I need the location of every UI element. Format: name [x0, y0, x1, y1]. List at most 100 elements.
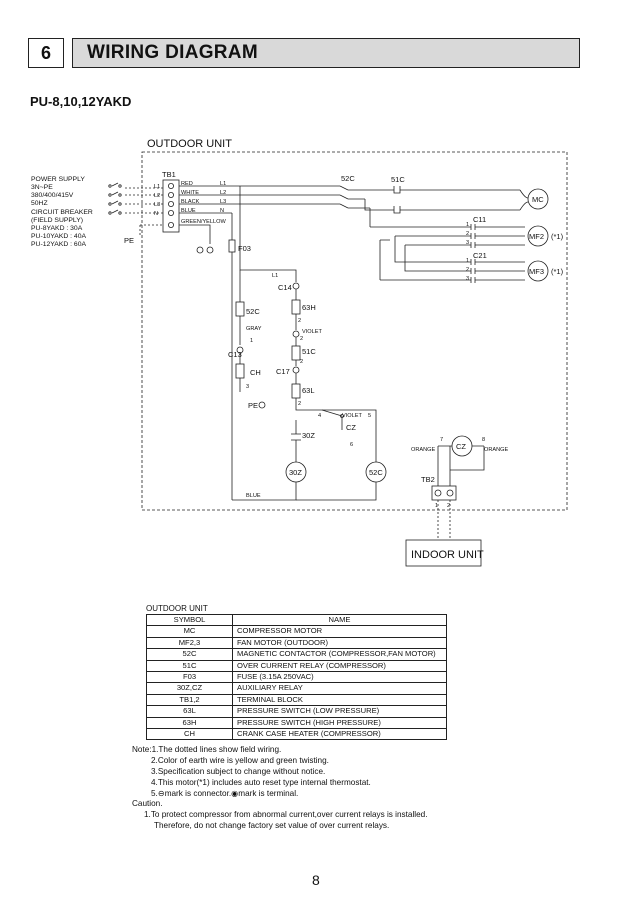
coil-30z-label: 30Z: [289, 468, 302, 477]
mc-label: MC: [532, 195, 544, 204]
wire-violet-label: VIOLET: [302, 329, 322, 335]
node-4: 4: [318, 413, 321, 419]
caution-line-1: 1.To protect compressor from abnormal cu…: [144, 810, 428, 819]
tb1-terminal-l1: L1: [154, 184, 160, 190]
legend-symbol: MF2,3: [146, 636, 233, 650]
line-label-l2: L2: [220, 190, 226, 196]
fan-motor-mf3: [527, 260, 549, 282]
legend-symbol: F03: [146, 671, 233, 684]
tb2-label: TB2: [421, 475, 435, 484]
crankcase-heater: [235, 363, 245, 379]
tb1-terminal-n: N: [154, 211, 158, 217]
heater-ch-label: CH: [250, 368, 261, 377]
legend-symbol: 63H: [146, 716, 233, 730]
breaker-10yakd: PU-10YAKD : 40A: [31, 233, 86, 240]
tb1-terminal-l2: L2: [154, 193, 160, 199]
mf2-label: MF2: [529, 232, 544, 241]
mf3-label: MF3: [529, 267, 544, 276]
node-7: 7: [440, 437, 443, 443]
caution-title: Caution.: [132, 799, 163, 808]
node-2d: 2: [300, 336, 303, 342]
legend-symbol: TB1,2: [146, 693, 233, 707]
node-3b: 3: [466, 276, 469, 282]
note-line-4: 4.This motor(*1) includes auto reset typ…: [151, 778, 371, 787]
node-3c: 3: [246, 384, 249, 390]
breaker-8yakd: PU-8YAKD : 30A: [31, 225, 83, 232]
node-8: 8: [482, 437, 485, 443]
fuse-f03: [228, 239, 236, 253]
relay-51c-label: 51C: [391, 175, 405, 184]
wire-gray-label: GRAY: [246, 326, 262, 332]
legend-name: PRESSURE SWITCH (HIGH PRESSURE): [232, 716, 447, 730]
coil-52c-left-label: 52C: [246, 307, 260, 316]
node-1c: 1: [250, 338, 253, 344]
wire-orange-left: ORANGE: [411, 447, 436, 453]
note-line-1: Note:1.The dotted lines show field wirin…: [132, 745, 282, 754]
node-2f: 2: [298, 401, 301, 407]
node-1b: 1: [466, 258, 469, 264]
contactor-52c-label: 52C: [341, 174, 355, 183]
fuse-f03-label: F03: [238, 244, 251, 253]
note-line-2: 2.Color of earth wire is yellow and gree…: [151, 756, 329, 765]
line-label-l3: L3: [220, 199, 226, 205]
wire-color-blue: BLUE: [181, 208, 196, 214]
relay-51c-contact-label: 51C: [302, 347, 316, 356]
tb2-block: [431, 485, 457, 501]
indoor-unit-label: INDOOR UNIT: [411, 549, 484, 561]
model-title: PU-8,10,12YAKD: [30, 94, 132, 109]
tb1-block: [162, 179, 180, 233]
wire-color-red: RED: [181, 181, 193, 187]
section-title: WIRING DIAGRAM: [72, 38, 580, 68]
legend-name: CRANK CASE HEATER (COMPRESSOR): [232, 728, 447, 741]
wire-color-white: WHITE: [181, 190, 199, 196]
breaker-note: (FIELD SUPPLY): [31, 217, 83, 224]
legend-caption: OUTDOOR UNIT: [146, 604, 208, 613]
legend-name: AUXILIARY RELAY: [232, 682, 447, 695]
legend-header-row: SYMBOL NAME: [146, 613, 447, 627]
section-header: 6 WIRING DIAGRAM: [28, 38, 580, 70]
connector-c13-label: C13: [228, 350, 242, 359]
power-supply-label: POWER SUPPLY: [31, 176, 85, 183]
line-label-l1: L1: [220, 181, 226, 187]
wire-violet-cz-label: VIOLET: [342, 413, 362, 419]
power-supply-frequency: 50HZ: [31, 200, 48, 207]
mf2-star-note: (*1): [551, 232, 564, 241]
indoor-unit-box: [405, 539, 482, 567]
page-number: 8: [312, 872, 320, 888]
node-6: 6: [350, 442, 353, 448]
outdoor-unit-boundary: [141, 151, 568, 511]
power-supply-voltage: 380/400/415V: [31, 192, 74, 199]
note-line-3: 3.Specification subject to change withou…: [151, 767, 326, 776]
line-label-n: N: [220, 208, 224, 214]
wire-blue-label: BLUE: [246, 493, 261, 499]
coil-52c-label: 52C: [369, 468, 383, 477]
cz-contact-label: CZ: [346, 423, 356, 432]
note-line-5: 5.⊖mark is connector.◉mark is terminal.: [151, 789, 299, 798]
node-5: 5: [368, 413, 371, 419]
mf3-star-note: (*1): [551, 267, 564, 276]
legend-name: COMPRESSOR MOTOR: [232, 625, 447, 638]
legend-name: FUSE (3.15A 250VAC): [232, 671, 447, 684]
connector-c14-label: C14: [278, 283, 292, 292]
switch-63h-label: 63H: [302, 303, 316, 312]
capacitor-c21-label: C21: [473, 251, 487, 260]
wire-color-black: BLACK: [181, 199, 200, 205]
legend-name: PRESSURE SWITCH (LOW PRESSURE): [232, 705, 447, 718]
wiring-diagram: OUTDOOR UNIT INDOOR UNIT POWER SUPPLY 3N…: [31, 138, 568, 567]
tb2-terminal-2: 2: [447, 503, 450, 509]
compressor-motor: [527, 188, 549, 210]
node-3: 3: [466, 240, 469, 246]
legend-name: MAGNETIC CONTACTOR (COMPRESSOR,FAN MOTOR…: [232, 648, 447, 661]
node-2b: 2: [466, 267, 469, 273]
legend-symbol: 51C: [146, 659, 233, 673]
node-2: 2: [466, 231, 469, 237]
